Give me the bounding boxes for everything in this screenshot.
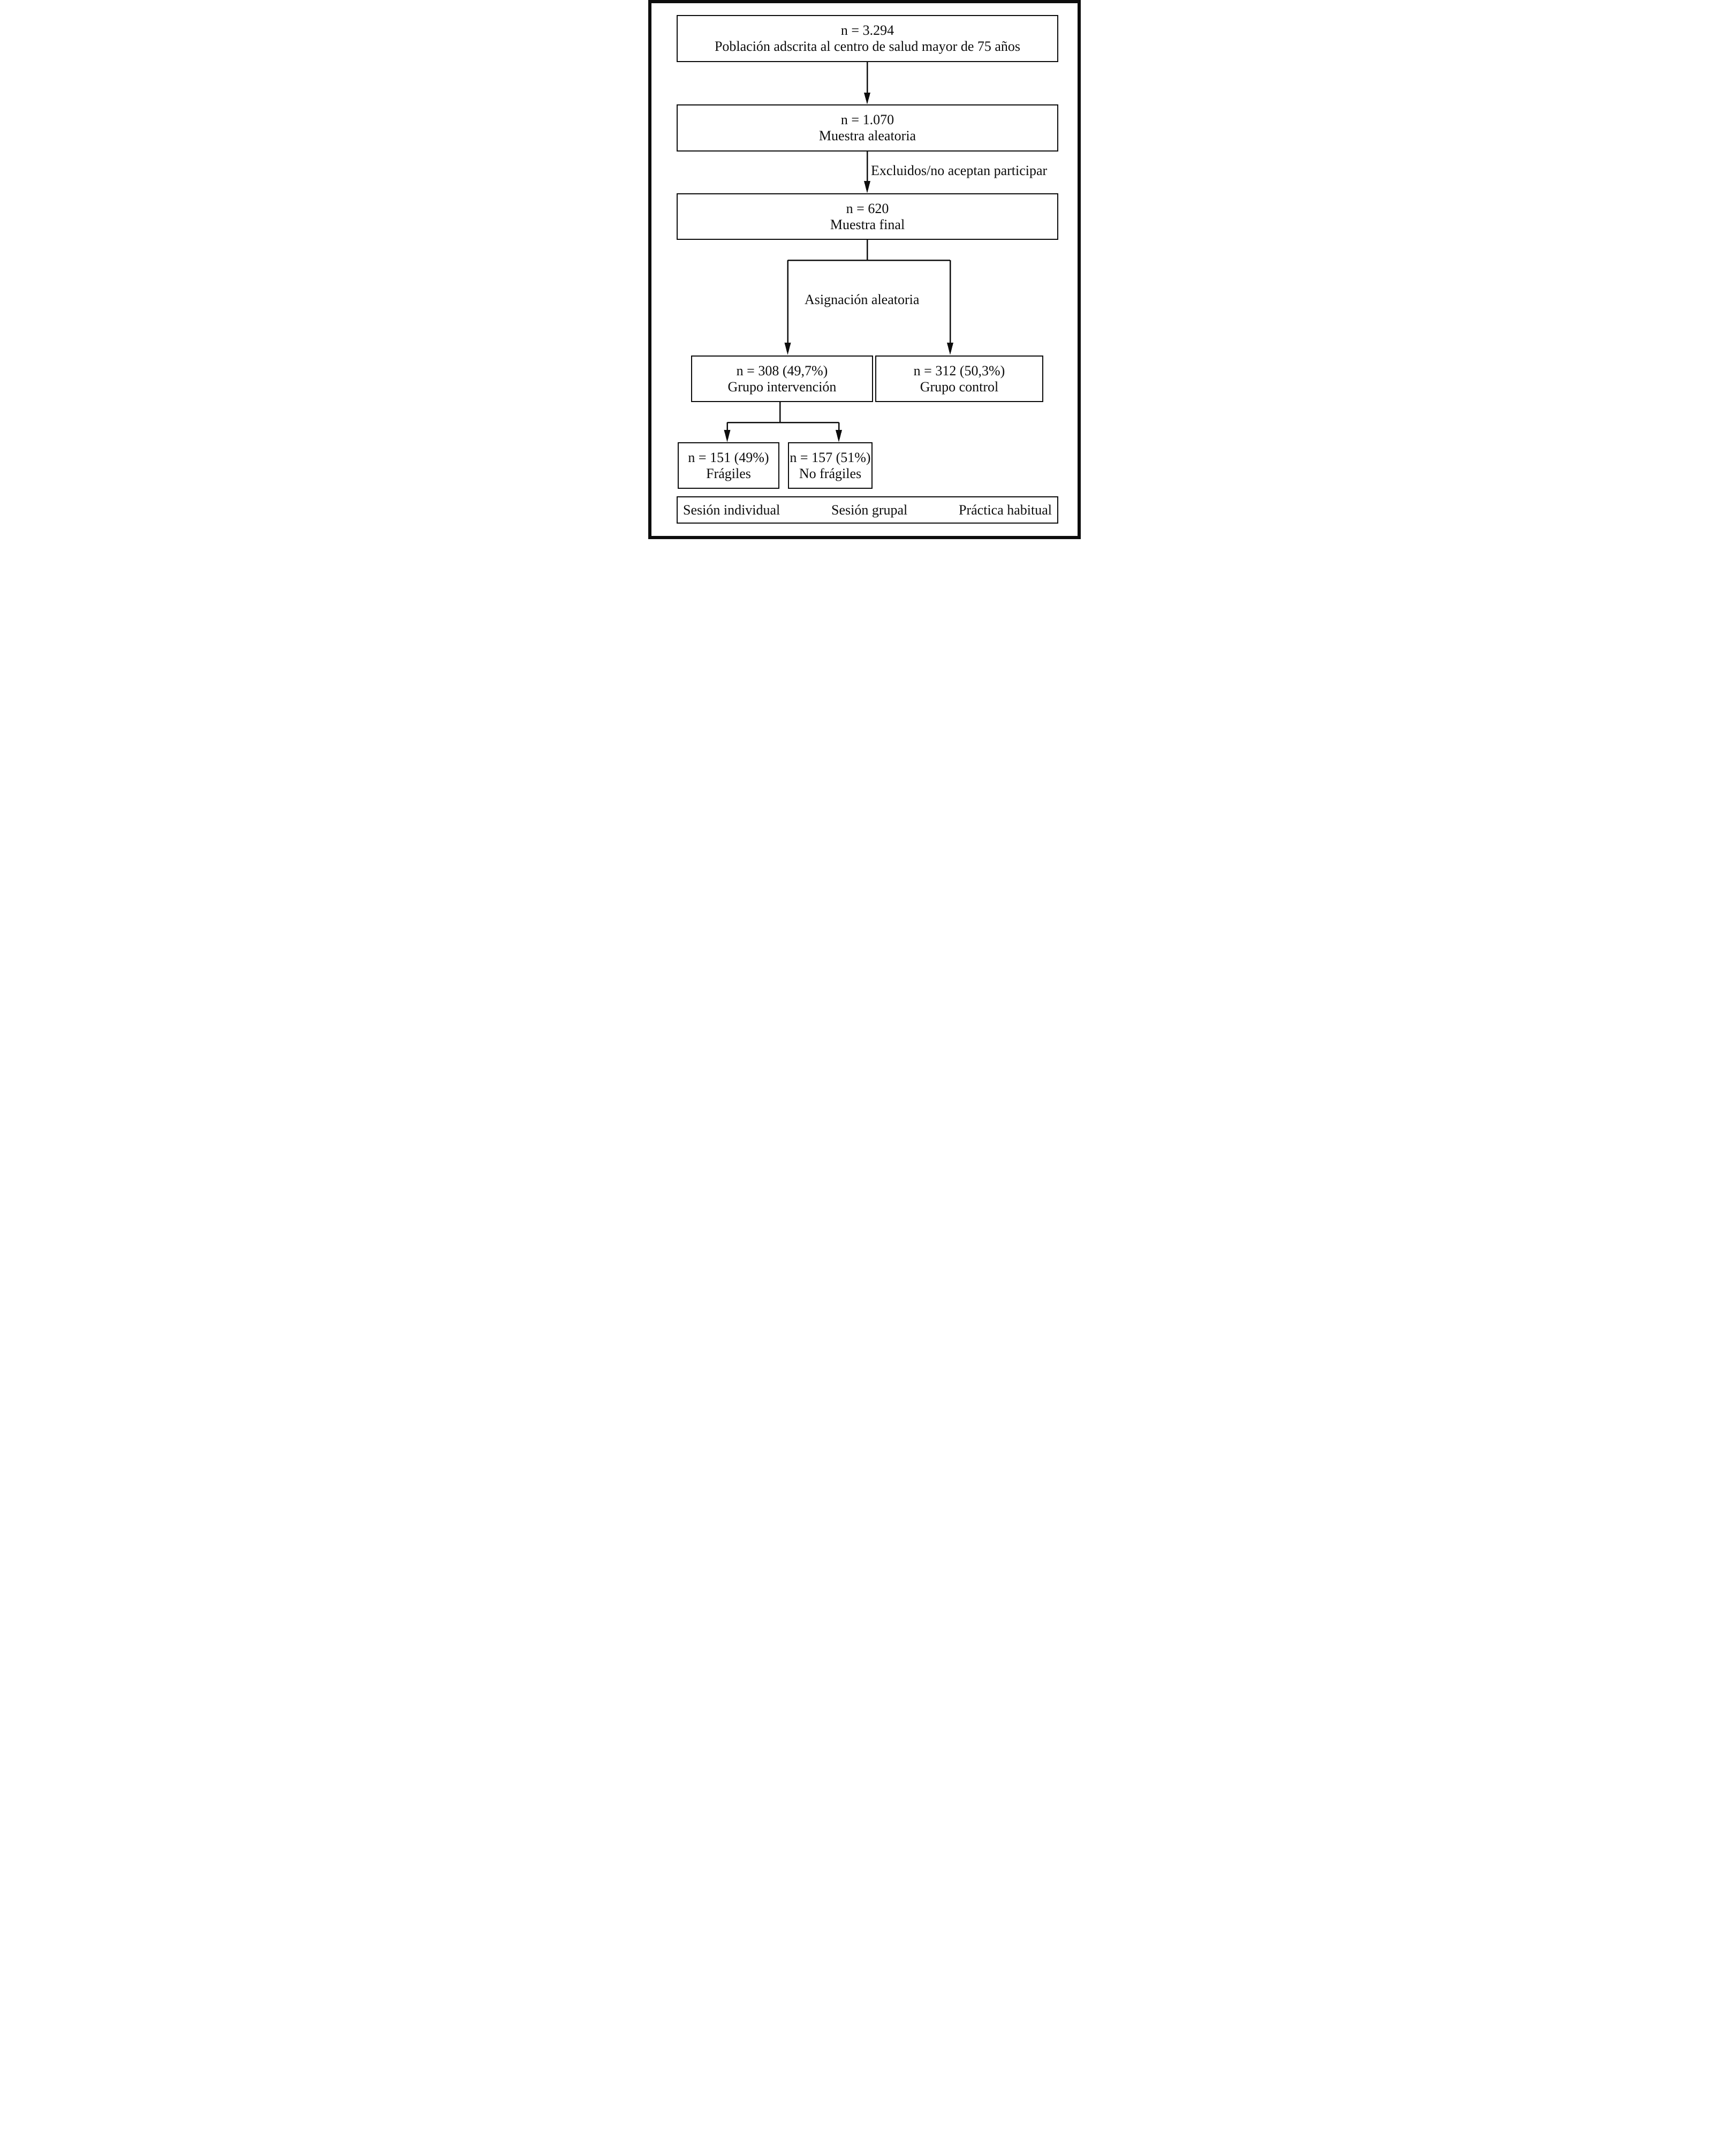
flow-diagram: n = 3.294 Población adscrita al centro d… [648, 0, 1081, 539]
node-label: Muestra aleatoria [818, 128, 916, 143]
arrowhead-icon [724, 430, 731, 442]
arrowhead-icon [947, 343, 953, 355]
node-random-sample: n = 1.070 Muestra aleatoria [677, 104, 1058, 152]
arrowhead-icon [864, 93, 870, 104]
node-label: Muestra final [830, 216, 905, 232]
node-count: n = 151 (49%) [688, 449, 769, 465]
connector-lines [724, 62, 953, 442]
footer-item-practica-habitual: Práctica habitual [959, 502, 1052, 518]
node-count: n = 620 [846, 200, 889, 216]
node-count: n = 308 (49,7%) [736, 362, 828, 379]
node-label: Población adscrita al centro de salud ma… [714, 39, 1021, 54]
footer-legend: Sesión individual Sesión grupal Práctica… [677, 496, 1058, 524]
arrowhead-icon [784, 343, 791, 355]
edge-label-exclusion: Excluidos/no aceptan participar [871, 163, 1048, 178]
node-label: Frágiles [706, 465, 751, 481]
node-final-sample: n = 620 Muestra final [677, 193, 1058, 240]
node-count: n = 312 (50,3%) [913, 362, 1005, 379]
node-label: No frágiles [799, 465, 862, 481]
node-count: n = 157 (51%) [790, 449, 871, 465]
edge-label-randomization: Asignación aleatoria [805, 292, 920, 307]
node-count: n = 1.070 [840, 112, 894, 127]
node-count: n = 3.294 [840, 22, 894, 38]
footer-item-sesion-individual: Sesión individual [683, 502, 780, 518]
footer-item-sesion-grupal: Sesión grupal [831, 502, 908, 518]
node-label: Grupo control [920, 379, 999, 395]
node-control-group: n = 312 (50,3%) Grupo control [875, 355, 1043, 402]
node-fragile: n = 151 (49%) Frágiles [678, 442, 779, 489]
node-non-fragile: n = 157 (51%) No frágiles [788, 442, 873, 489]
arrowhead-icon [864, 181, 870, 193]
node-population: n = 3.294 Población adscrita al centro d… [677, 15, 1058, 62]
node-intervention-group: n = 308 (49,7%) Grupo intervención [691, 355, 873, 402]
arrowhead-icon [836, 430, 842, 442]
node-label: Grupo intervención [727, 379, 837, 395]
